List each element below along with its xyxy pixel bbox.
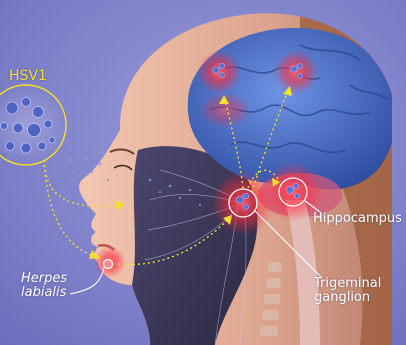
- herpes-labialis-label-line1: Herpes: [21, 272, 67, 286]
- herpes-labialis-label: Herpes labialis: [21, 272, 67, 300]
- virus-label: HSV1: [9, 69, 47, 83]
- trigeminal-ganglion-label-line1: Trigeminal: [314, 277, 381, 291]
- brain-glow-left: [197, 50, 241, 94]
- trigeminal-ganglion-label: Trigeminal ganglion: [314, 277, 381, 305]
- lip-ring: [104, 260, 113, 269]
- trigeminal-ganglion-label-line2: ganglion: [314, 291, 381, 305]
- hippocampus-label: Hippocampus: [313, 212, 402, 226]
- herpes-labialis-label-line2: labialis: [21, 286, 67, 300]
- brain-glow-right: [274, 50, 318, 94]
